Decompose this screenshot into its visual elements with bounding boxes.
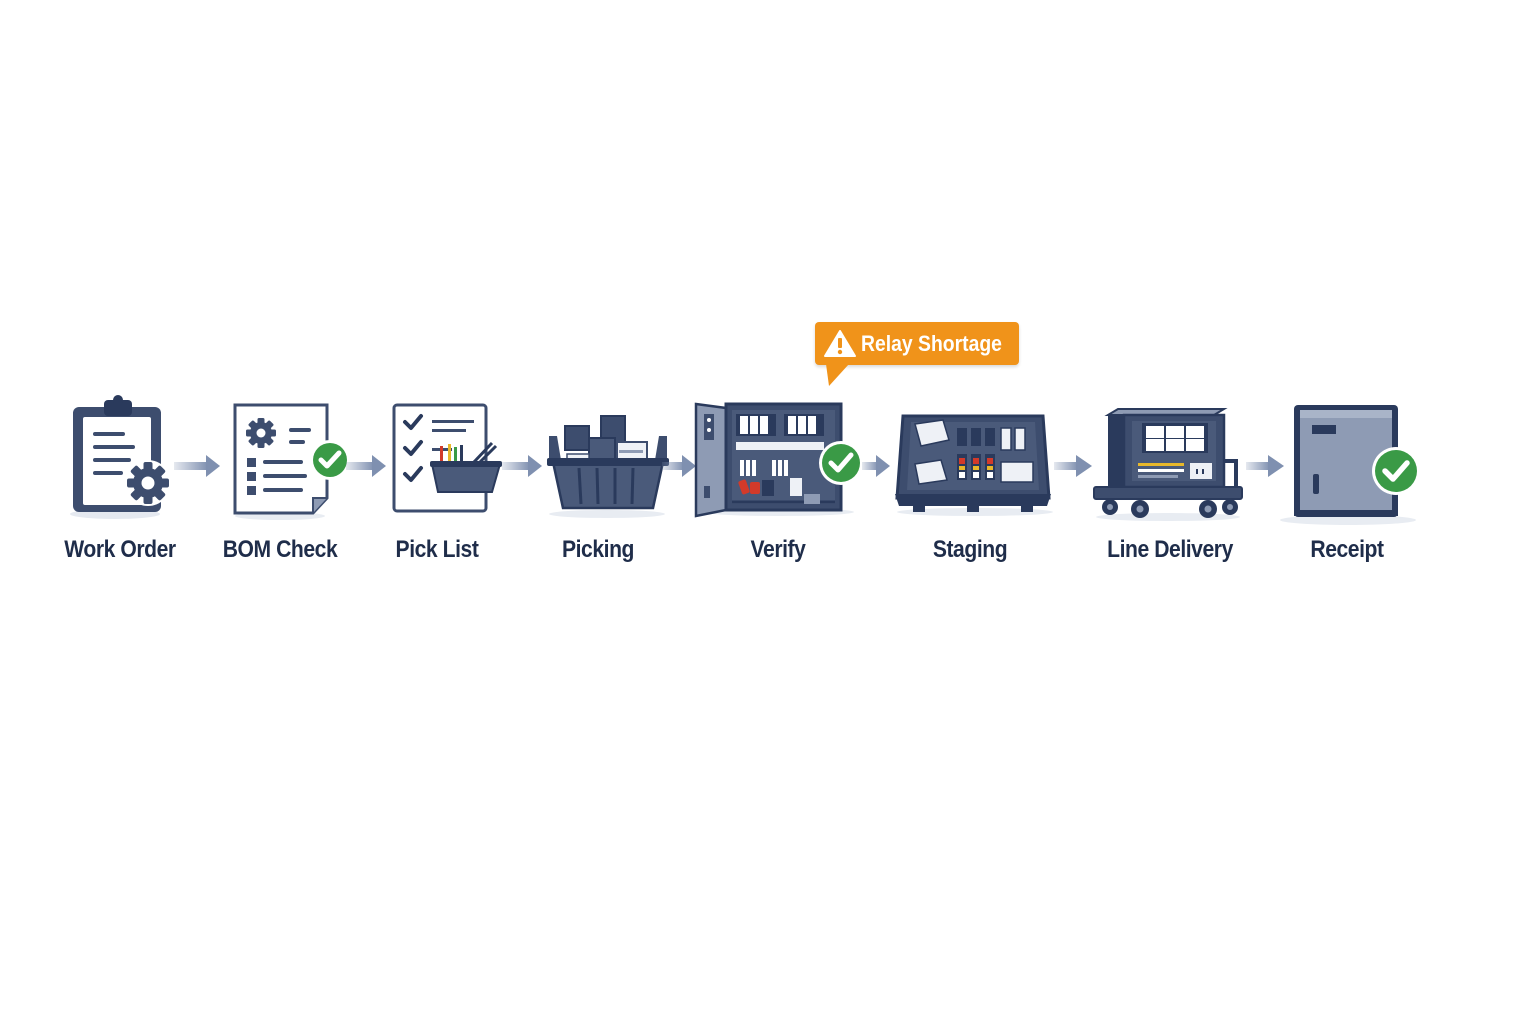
flow-arrow-1 bbox=[174, 452, 224, 485]
check-badge-icon bbox=[310, 440, 350, 480]
flow-arrow-3 bbox=[502, 452, 552, 485]
tray-with-components-icon bbox=[895, 414, 1053, 516]
step-staging bbox=[893, 410, 1063, 520]
step-label-verify: Verify bbox=[750, 536, 806, 563]
step-bom-check bbox=[225, 398, 355, 523]
step-pick-list bbox=[388, 398, 513, 523]
flow-arrow-4 bbox=[662, 452, 712, 485]
flow-arrow-6 bbox=[1054, 452, 1104, 485]
step-label-work-order: Work Order bbox=[64, 536, 176, 563]
flow-arrow-5 bbox=[862, 452, 912, 485]
flow-arrow-2 bbox=[346, 452, 396, 485]
clipboard-gear-icon bbox=[70, 395, 171, 519]
check-badge-icon bbox=[1372, 447, 1420, 495]
relay-shortage-alert[interactable]: Relay Shortage bbox=[815, 322, 1019, 365]
step-verify bbox=[694, 398, 864, 523]
step-label-picking: Picking bbox=[561, 536, 635, 563]
step-label-staging: Staging bbox=[932, 536, 1008, 563]
step-picking bbox=[545, 408, 675, 523]
open-electrical-cabinet-icon bbox=[694, 402, 854, 518]
bin-with-parts-icon bbox=[547, 415, 669, 518]
step-label-bom-check: BOM Check bbox=[222, 536, 338, 563]
step-label-pick-list: Pick List bbox=[395, 536, 479, 563]
document-gear-list-icon bbox=[233, 403, 329, 520]
alert-text: Relay Shortage bbox=[861, 331, 1002, 356]
cart-with-panel-icon bbox=[1093, 408, 1243, 521]
warning-triangle-icon bbox=[824, 330, 856, 357]
alert-pointer bbox=[826, 364, 849, 386]
checklist-basket-icon bbox=[392, 403, 502, 513]
check-badge-icon bbox=[819, 441, 863, 485]
step-label-receipt: Receipt bbox=[1310, 536, 1384, 563]
step-work-order bbox=[60, 390, 190, 525]
step-receipt bbox=[1280, 400, 1420, 528]
flow-arrow-7 bbox=[1246, 452, 1296, 485]
step-label-line-delivery: Line Delivery bbox=[1107, 536, 1233, 563]
step-line-delivery bbox=[1090, 405, 1250, 525]
